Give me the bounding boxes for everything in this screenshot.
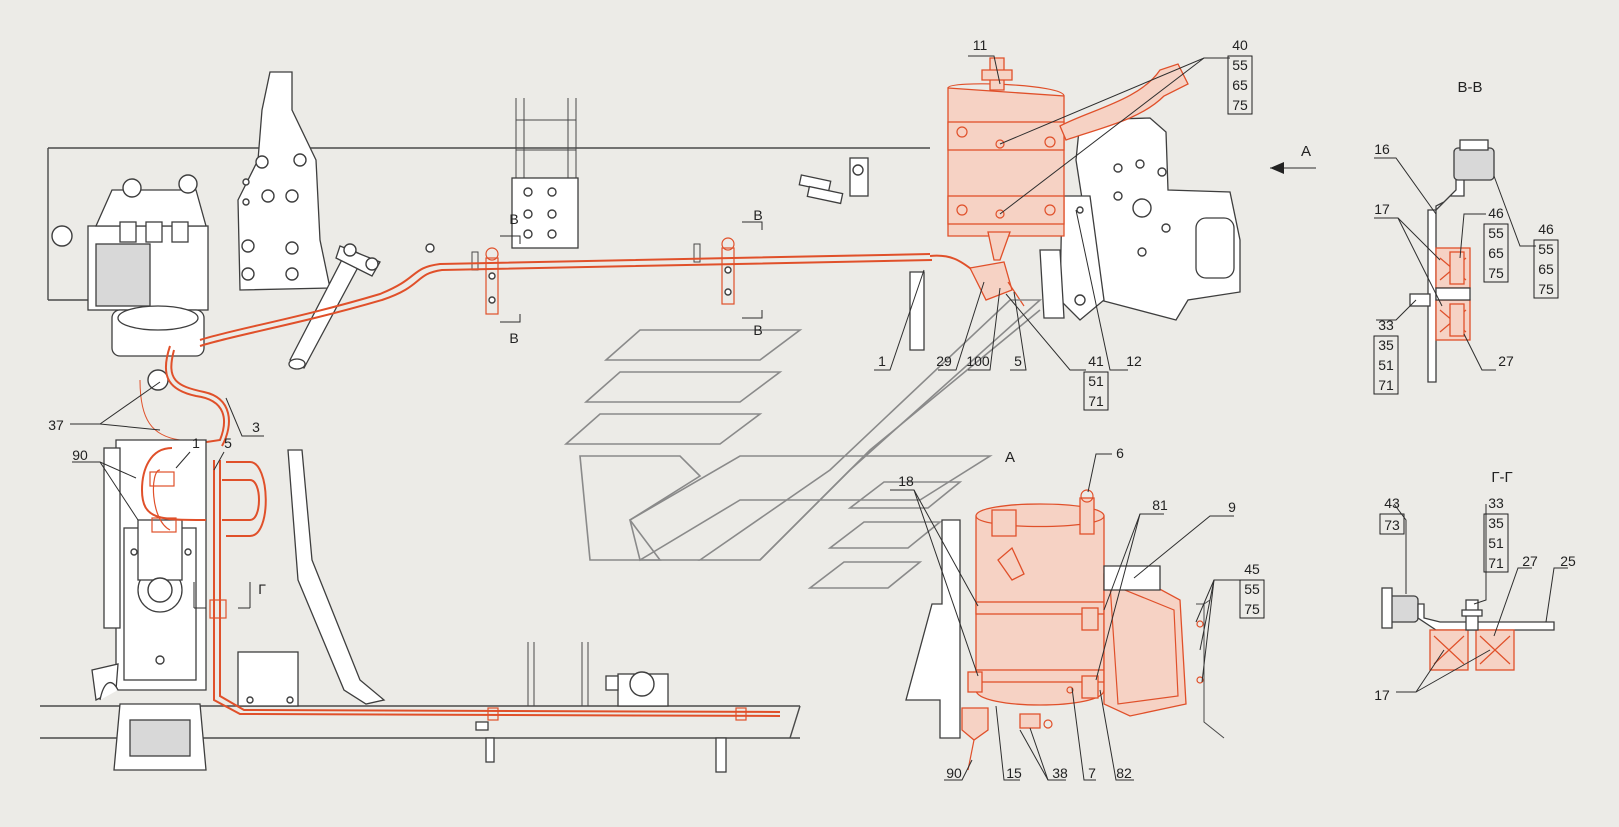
callout-27-bb: 27 bbox=[1498, 353, 1514, 369]
section-title-bb: В-В bbox=[1457, 79, 1482, 96]
svg-text:51: 51 bbox=[1378, 357, 1394, 373]
svg-text:51: 51 bbox=[1488, 535, 1504, 551]
callout-27-gg: 27 bbox=[1522, 553, 1538, 569]
svg-text:75: 75 bbox=[1232, 97, 1248, 113]
svg-text:46: 46 bbox=[1538, 221, 1554, 237]
callout-38: 38 bbox=[1052, 765, 1068, 781]
pipe-clamps bbox=[471, 237, 925, 351]
callout-16: 16 bbox=[1374, 141, 1390, 157]
leader-lines bbox=[70, 55, 1568, 781]
main-air-pipe bbox=[139, 253, 976, 447]
callout-29: 29 bbox=[936, 353, 952, 369]
callout-1: 1 bbox=[878, 353, 886, 369]
callout-stack-45: 45 55 75 bbox=[1239, 561, 1265, 619]
callout-6: 6 bbox=[1116, 445, 1124, 461]
callout-1-lower: 1 bbox=[192, 435, 200, 451]
svg-text:75: 75 bbox=[1244, 601, 1260, 617]
callout-82: 82 bbox=[1116, 765, 1132, 781]
svg-text:35: 35 bbox=[1488, 515, 1504, 531]
callout-7: 7 bbox=[1088, 765, 1096, 781]
callout-15: 15 bbox=[1006, 765, 1022, 781]
svg-text:65: 65 bbox=[1232, 77, 1248, 93]
view-arrow-label-a: А bbox=[1301, 143, 1311, 160]
svg-text:71: 71 bbox=[1088, 393, 1104, 409]
central-ladder-bracket bbox=[511, 98, 579, 249]
section-mark-b1: В bbox=[509, 211, 518, 227]
section-gg-detail bbox=[1381, 587, 1555, 671]
callout-90-lower: 90 bbox=[946, 765, 962, 781]
callout-17-gg: 17 bbox=[1374, 687, 1390, 703]
svg-text:71: 71 bbox=[1378, 377, 1394, 393]
svg-text:33: 33 bbox=[1488, 495, 1504, 511]
svg-text:35: 35 bbox=[1378, 337, 1394, 353]
callout-5-lower: 5 bbox=[224, 435, 232, 451]
svg-text:55: 55 bbox=[1244, 581, 1260, 597]
svg-text:71: 71 bbox=[1488, 555, 1504, 571]
section-mark-b3: В bbox=[753, 207, 762, 223]
valve-group bbox=[798, 157, 869, 205]
section-bb-detail bbox=[1409, 139, 1495, 383]
right-frame-bracket bbox=[1039, 117, 1241, 321]
svg-text:65: 65 bbox=[1488, 245, 1504, 261]
callout-stack-41: 41 51 71 bbox=[1083, 353, 1109, 411]
svg-text:75: 75 bbox=[1488, 265, 1504, 281]
section-mark-b4: В bbox=[753, 322, 762, 338]
watermark-chevron bbox=[563, 299, 1043, 589]
engine-mount-assembly bbox=[87, 174, 209, 391]
svg-text:46: 46 bbox=[1488, 205, 1504, 221]
view-title-a: А bbox=[1005, 449, 1015, 466]
svg-text:65: 65 bbox=[1538, 261, 1554, 277]
callout-11: 11 bbox=[973, 37, 988, 53]
callout-90-upper: 90 bbox=[72, 447, 88, 463]
section-title-gg: Г-Г bbox=[1491, 469, 1512, 486]
callout-81: 81 bbox=[1152, 497, 1168, 513]
svg-text:33: 33 bbox=[1378, 317, 1394, 333]
callout-5: 5 bbox=[1014, 353, 1022, 369]
section-mark-g: Г bbox=[258, 581, 266, 597]
section-mark-b2: В bbox=[509, 330, 518, 346]
view-a-detail bbox=[905, 489, 1225, 771]
callout-3: 3 bbox=[252, 419, 260, 435]
left-bracket bbox=[237, 71, 331, 291]
svg-text:51: 51 bbox=[1088, 373, 1104, 389]
callout-stack-33-gg: 33 35 51 71 bbox=[1483, 495, 1509, 573]
view-arrow-a bbox=[1270, 162, 1316, 174]
callout-17-bb: 17 bbox=[1374, 201, 1390, 217]
callout-stack-40: 40 55 65 75 bbox=[1227, 37, 1253, 115]
lower-pipe-run bbox=[140, 447, 781, 721]
svg-text:55: 55 bbox=[1538, 241, 1554, 257]
callout-43: 43 bbox=[1384, 495, 1400, 511]
callout-stack-33-bb: 33 35 51 71 bbox=[1373, 317, 1399, 395]
svg-text:75: 75 bbox=[1538, 281, 1554, 297]
callout-18: 18 bbox=[898, 473, 914, 489]
svg-text:55: 55 bbox=[1488, 225, 1504, 241]
air-receiver-main bbox=[947, 57, 1189, 307]
callout-37: 37 bbox=[48, 417, 64, 433]
callout-25: 25 bbox=[1560, 553, 1576, 569]
callout-73: 73 bbox=[1384, 517, 1400, 533]
callout-stack-46-right: 46 55 65 75 bbox=[1533, 221, 1559, 299]
section-cut-lines bbox=[193, 221, 763, 609]
svg-text:41: 41 bbox=[1088, 353, 1104, 369]
callout-100: 100 bbox=[966, 353, 990, 369]
lower-engine-mount bbox=[91, 439, 207, 771]
svg-text:45: 45 bbox=[1244, 561, 1260, 577]
callout-9: 9 bbox=[1228, 499, 1236, 515]
lower-brackets bbox=[237, 449, 669, 707]
svg-text:55: 55 bbox=[1232, 57, 1248, 73]
callout-12: 12 bbox=[1126, 353, 1142, 369]
svg-text:40: 40 bbox=[1232, 37, 1248, 53]
callout-stack-46-left: 46 55 65 75 bbox=[1483, 205, 1509, 283]
